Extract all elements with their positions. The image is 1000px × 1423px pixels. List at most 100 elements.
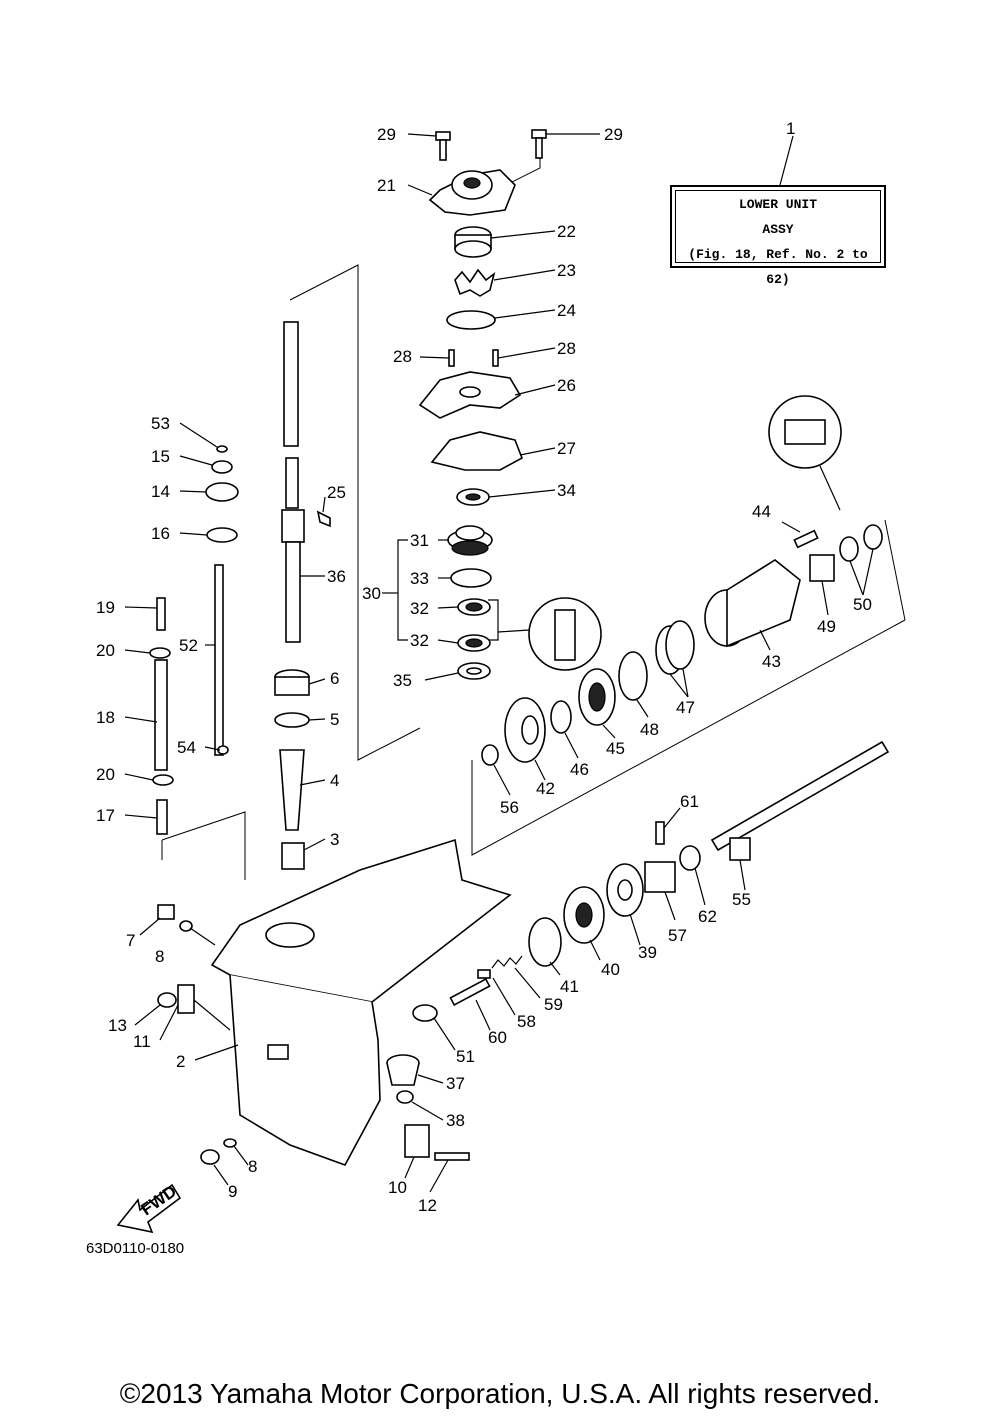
pin-58 <box>477 969 491 979</box>
callout-23: 23 <box>557 261 576 280</box>
callout-14: 14 <box>151 482 170 501</box>
spring-59 <box>491 955 523 969</box>
callout-60: 60 <box>488 1028 507 1047</box>
callout-35: 35 <box>393 671 412 690</box>
callout-53: 53 <box>151 414 170 433</box>
callout-41: 41 <box>560 977 579 996</box>
collar-15 <box>211 460 233 474</box>
bolt-29-right <box>531 129 547 159</box>
housing-31 <box>447 525 493 556</box>
impeller-23 <box>454 268 496 297</box>
pump-housing-21 <box>428 169 516 216</box>
callout-20b: 20 <box>96 765 115 784</box>
callout-54: 54 <box>177 738 196 757</box>
drive-shaft-36 <box>281 321 305 643</box>
callout-61: 61 <box>680 792 699 811</box>
callout-57: 57 <box>668 926 687 945</box>
marker-pointers <box>497 465 841 633</box>
callout-48: 48 <box>640 720 659 739</box>
callout-20a: 20 <box>96 641 115 660</box>
callout-32a: 32 <box>410 599 429 618</box>
hose-18 <box>154 659 168 771</box>
callout-58: 58 <box>517 1012 536 1031</box>
clutch-57 <box>644 861 676 893</box>
plunger-60 <box>449 977 491 1007</box>
callout-4: 4 <box>330 771 339 790</box>
callout-7: 7 <box>126 931 135 950</box>
lubricant-marker-lower <box>528 597 602 671</box>
callout-1: 1 <box>786 119 795 138</box>
nut-38 <box>396 1090 414 1104</box>
callout-45: 45 <box>606 739 625 758</box>
o-ring-16 <box>206 527 238 543</box>
callout-8b: 8 <box>248 1157 257 1176</box>
copyright-notice: ©2013 Yamaha Motor Corporation, U.S.A. A… <box>119 1378 881 1409</box>
callout-12: 12 <box>418 1196 437 1215</box>
callout-42: 42 <box>536 779 555 798</box>
shim-41 <box>528 917 562 967</box>
sleeve-4 <box>279 749 305 831</box>
gear-42 <box>504 697 546 763</box>
nipple-19 <box>156 597 166 631</box>
grommet-11 <box>177 984 195 1014</box>
callout-2: 2 <box>176 1052 185 1071</box>
gasket-35 <box>457 662 491 680</box>
callout-25: 25 <box>327 483 346 502</box>
callout-6: 6 <box>330 669 339 688</box>
lubricant-marker-upper <box>768 395 842 469</box>
washer-8b <box>223 1138 237 1148</box>
pinion-37 <box>386 1054 420 1086</box>
cam-14 <box>205 482 239 502</box>
hose-clips-20 <box>149 647 174 786</box>
callout-3: 3 <box>330 830 339 849</box>
callout-29a: 29 <box>377 125 396 144</box>
lower-casing-2 <box>210 838 512 1166</box>
callout-5: 5 <box>330 710 339 729</box>
callout-8a: 8 <box>155 947 164 966</box>
callout-49: 49 <box>817 617 836 636</box>
callout-16: 16 <box>151 524 170 543</box>
callout-31: 31 <box>410 531 429 550</box>
callout-11: 11 <box>133 1032 151 1051</box>
callout-33: 33 <box>410 569 429 588</box>
callout-34: 34 <box>557 481 576 500</box>
fwd-arrow-icon: FWD <box>116 1182 182 1234</box>
callout-52: 52 <box>179 636 198 655</box>
callout-56: 56 <box>500 798 519 817</box>
pin-61 <box>655 821 665 845</box>
callout-51: 51 <box>456 1047 475 1066</box>
callout-18: 18 <box>96 708 115 727</box>
outer-plate-26 <box>418 371 522 419</box>
bolt-12 <box>434 1152 470 1161</box>
callout-32b: 32 <box>410 631 429 650</box>
bearing-6 <box>274 669 310 696</box>
callout-47: 47 <box>676 698 695 717</box>
assembly-reference-box: LOWER UNIT ASSY (Fig. 18, Ref. No. 2 to … <box>670 185 886 287</box>
callout-24: 24 <box>557 301 576 320</box>
callout-28b: 28 <box>557 339 576 358</box>
gear-39 <box>606 863 644 917</box>
circlip-56 <box>481 744 499 766</box>
callout-38: 38 <box>446 1111 465 1130</box>
callout-13: 13 <box>108 1016 127 1035</box>
callout-9: 9 <box>228 1182 237 1201</box>
callout-26: 26 <box>557 376 576 395</box>
bolt-29-left <box>435 131 451 161</box>
callout-37: 37 <box>446 1074 465 1093</box>
diagram-code: 63D0110-0180 <box>86 1240 185 1257</box>
shim-46 <box>550 700 572 734</box>
key-25 <box>316 510 331 528</box>
callout-39: 39 <box>638 943 657 962</box>
nut-13 <box>157 992 177 1008</box>
callout-labels: 1 29 29 21 22 23 24 28 28 26 27 34 31 33… <box>96 119 872 1215</box>
seals-50 <box>839 524 883 562</box>
ring-5 <box>274 712 310 728</box>
seals-32 <box>457 598 491 652</box>
o-rings-47 <box>655 620 695 675</box>
bearing-45 <box>578 668 616 726</box>
callout-17: 17 <box>96 806 115 825</box>
callout-28a: 28 <box>393 347 412 366</box>
spacer-51 <box>412 1004 438 1022</box>
bolt-7 <box>157 904 175 920</box>
callout-43: 43 <box>762 652 781 671</box>
